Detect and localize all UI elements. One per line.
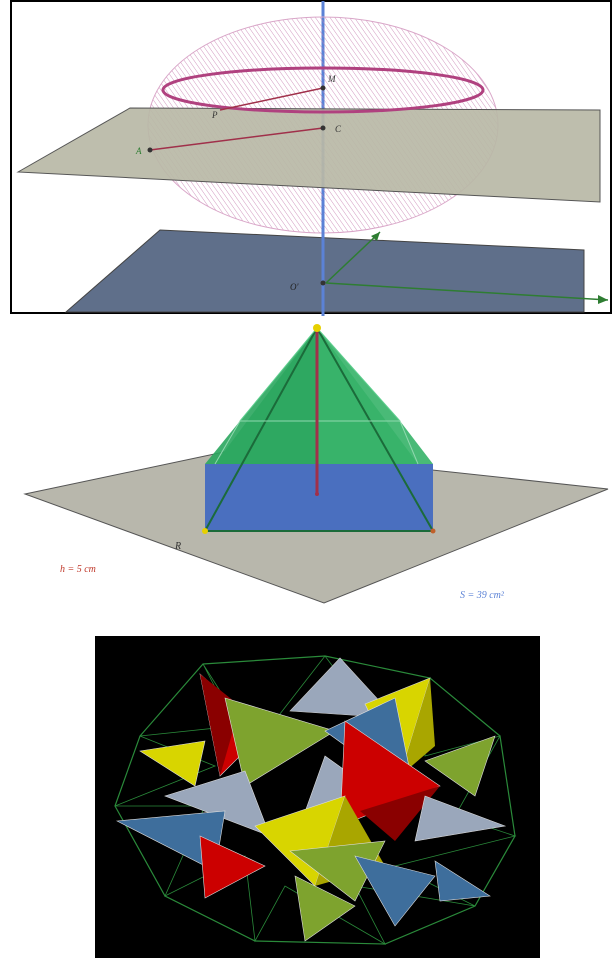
edge-back-right [316, 327, 401, 422]
tetrahedra-compound-figure [95, 636, 540, 958]
section-circle [161, 66, 485, 114]
label-area: S = 39 cm² [460, 590, 505, 601]
face-blue-right-bottom [434, 860, 491, 902]
vector-y-arrow [371, 232, 380, 241]
point-C [320, 125, 326, 131]
face-green-right [424, 735, 496, 797]
label-P: P [211, 110, 218, 120]
base-plane [64, 229, 585, 313]
convex-hull [114, 655, 516, 945]
base-vertex-right [430, 528, 436, 534]
cutting-plane [16, 107, 601, 203]
edge-back-left [239, 327, 318, 422]
sphere-plane-svg: M P C A O' [10, 0, 612, 316]
label-origin: O' [290, 282, 299, 292]
face-green-upper [224, 697, 336, 787]
vector-y [325, 231, 381, 284]
segment-AC [149, 127, 324, 151]
face-blue-lower-right [354, 855, 436, 927]
base-vertex-left [202, 528, 208, 534]
tetrahedra-svg [95, 636, 540, 958]
point-origin [320, 280, 326, 286]
face-yellow-upper-right-shade [400, 678, 435, 776]
label-R: R [174, 541, 181, 552]
point-A [147, 147, 153, 153]
pyramid-lower-front [205, 464, 433, 531]
vector-x-arrow [598, 295, 608, 304]
edge-right [316, 327, 434, 532]
face-yellow-left [139, 740, 206, 787]
segment-PM [219, 87, 324, 111]
label-A: A [135, 146, 142, 156]
face-green-bottom [294, 875, 356, 942]
face-red-center-shade [360, 786, 440, 841]
point-M [320, 85, 326, 91]
section-outline [214, 420, 419, 465]
vector-x [325, 282, 609, 301]
foot-point [315, 492, 319, 496]
apex-point [313, 324, 321, 332]
label-M: M [327, 74, 336, 84]
sphere-plane-figure: M P C A O' [0, 0, 612, 316]
label-height: h = 5 cm [60, 564, 96, 575]
face-blue-left [115, 810, 226, 872]
pyramid-svg: R h = 5 cm S = 39 cm² [23, 324, 609, 604]
edge-left [204, 327, 318, 532]
label-C: C [335, 124, 342, 134]
face-gray-right [414, 795, 507, 842]
pyramid-face-right [317, 328, 433, 464]
face-red-lower-left [199, 835, 266, 899]
pyramid-figure: R h = 5 cm S = 39 cm² [0, 316, 612, 616]
